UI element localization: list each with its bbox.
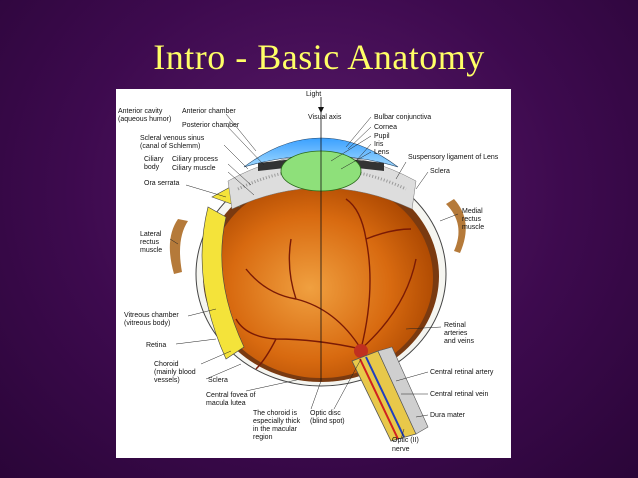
eye-anatomy-figure: Light Visual axis Bulbar conjunctiva Cor… [116, 89, 511, 458]
dura-mater-shape [377, 346, 429, 435]
label-lateral-rectus-3: muscle [140, 247, 162, 254]
label-choroid-thick-4: region [253, 434, 273, 441]
label-retina: Retina [146, 342, 166, 349]
retinal-vessels [235, 198, 417, 370]
label-scleral-sinus-sub: (canal of Schlemm) [140, 143, 200, 150]
label-choroid-thick-3: in the macular [253, 426, 298, 433]
label-posterior-chamber: Posterior chamber [182, 122, 240, 129]
cutaway-band [201, 206, 245, 360]
label-optic-disc-1: Optic disc [310, 410, 341, 417]
label-choroid-thick-1: The choroid is [253, 410, 297, 417]
label-visual-axis: Visual axis [308, 114, 342, 121]
label-anterior-cavity: Anterior cavity [118, 108, 163, 115]
label-vitreous-sub: (vitreous body) [124, 320, 170, 327]
label-sclera-right: Sclera [430, 168, 450, 175]
label-retinal-vessels-3: and veins [444, 338, 474, 345]
label-pupil: Pupil [374, 133, 390, 140]
label-medial-rectus-1: Medial [462, 208, 483, 215]
lateral-rectus-muscle-shape [169, 219, 188, 274]
label-ora-serrata: Ora serrata [144, 180, 180, 187]
label-ciliary-process: Ciliary process [172, 156, 218, 163]
label-choroid-1: Choroid [154, 361, 179, 368]
light-arrow [318, 107, 324, 113]
medial-rectus-muscle-shape [446, 199, 466, 253]
label-optic-nerve-2: nerve [392, 446, 410, 453]
optic-disc-shape [354, 344, 368, 358]
slide-title: Intro - Basic Anatomy [153, 37, 485, 77]
label-bulbar-conjunctiva: Bulbar conjunctiva [374, 114, 431, 121]
label-lateral-rectus-1: Lateral [140, 231, 162, 238]
label-medial-rectus-2: rectus [462, 216, 482, 223]
label-ciliary-muscle: Ciliary muscle [172, 165, 216, 172]
central-retinal-vein-shape [365, 356, 405, 438]
label-retinal-vessels-1: Retinal [444, 322, 466, 329]
label-cornea: Cornea [374, 124, 397, 131]
label-choroid-2: (mainly blood [154, 369, 196, 376]
ciliary-process-texture [237, 167, 407, 191]
eye-anatomy-diagram: Light Visual axis Bulbar conjunctiva Cor… [118, 91, 499, 453]
label-choroid-thick-2: especially thick [253, 418, 301, 425]
label-medial-rectus-3: muscle [462, 224, 484, 231]
label-anterior-cavity-sub: (aqueous humor) [118, 116, 171, 123]
label-central-retinal-vein: Central retinal vein [430, 391, 488, 398]
leader-lines [169, 113, 459, 440]
label-ciliary-body: body [144, 164, 160, 171]
label-central-retinal-artery: Central retinal artery [430, 369, 494, 376]
label-lateral-rectus-2: rectus [140, 239, 160, 246]
label-central-fovea-1: Central fovea of [206, 392, 255, 399]
label-choroid-3: vessels) [154, 377, 180, 384]
label-vitreous: Vitreous chamber [124, 312, 179, 319]
label-central-fovea-2: macula lutea [206, 400, 246, 407]
label-light: Light [306, 91, 321, 98]
label-optic-nerve-1: Optic (II) [392, 437, 419, 444]
label-suspensory-ligament: Suspensory ligament of Lens [408, 154, 499, 161]
label-dura-mater: Dura mater [430, 412, 466, 419]
label-iris: Iris [374, 141, 384, 148]
central-retinal-artery-shape [359, 358, 399, 440]
label-retinal-vessels-2: arteries [444, 330, 468, 337]
label-sclera-left: Sclera [208, 377, 228, 384]
label-optic-disc-2: (blind spot) [310, 418, 345, 425]
label-lens: Lens [374, 149, 390, 156]
label-ciliary: Ciliary [144, 156, 164, 163]
label-anterior-chamber: Anterior chamber [182, 108, 236, 115]
label-scleral-sinus: Scleral venous sinus [140, 135, 205, 142]
